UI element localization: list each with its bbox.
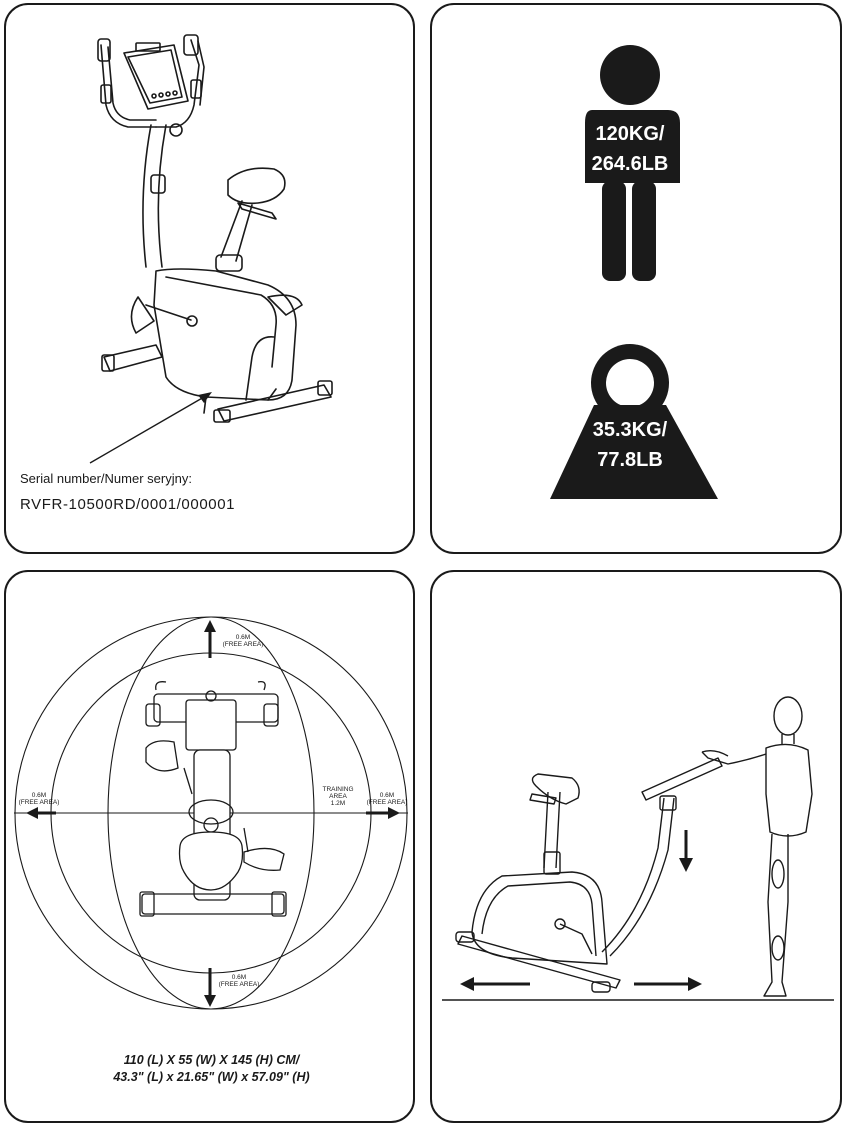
product-weight-kg: 35.3KG/ (592, 419, 668, 441)
right-free-area: 0.6M (FREE AREA) (362, 792, 412, 806)
exercise-bike-illustration (89, 34, 333, 464)
left-distance: 0.6M (31, 792, 47, 799)
product-weight: 35.3KG/ 77.8LB (580, 415, 680, 475)
top-distance: 0.6M (235, 634, 251, 641)
max-user-weight: 120KG/ 264.6LB (580, 119, 680, 179)
serial-number-label: Serial number/Numer seryjny: (20, 471, 192, 486)
bottom-distance: 0.6M (231, 974, 247, 981)
training-area-diagram (14, 616, 408, 1010)
max-user-weight-lb: 264.6LB (591, 153, 669, 175)
top-free-area: 0.6M (FREE AREA) (218, 634, 268, 648)
dimensions-metric: 110 (L) X 55 (W) X 145 (H) CM/ (123, 1053, 300, 1067)
product-weight-lb: 77.8LB (597, 449, 663, 471)
bottom-note: (FREE AREA) (218, 981, 260, 988)
right-distance: 0.6M (379, 792, 395, 799)
weight-limits-panel: 120KG/ 264.6LB 35.3KG/ 77.8LB (430, 3, 842, 554)
training-area-panel: 0.6M (FREE AREA) 0.6M (FREE AREA) 0.6M (… (4, 570, 415, 1123)
max-user-weight-kg: 120KG/ (595, 123, 665, 145)
serial-number-value: RVFR-10500RD/0001/000001 (20, 496, 236, 513)
moving-bike-panel (430, 570, 842, 1123)
right-note: (FREE AREA) (366, 799, 408, 806)
bottom-free-area: 0.6M (FREE AREA) (214, 974, 264, 988)
moving-bike-illustration (442, 696, 834, 1001)
user-icon-head (600, 45, 660, 105)
top-note: (FREE AREA) (222, 641, 264, 648)
bike-serial-panel: Serial number/Numer seryjny: RVFR-10500R… (4, 3, 415, 554)
left-note: (FREE AREA) (18, 799, 60, 806)
weight-icons (550, 45, 718, 499)
left-free-area: 0.6M (FREE AREA) (14, 792, 64, 806)
training-area-line2: AREA (329, 793, 347, 800)
training-area-size: 1.2M (330, 800, 346, 807)
training-area-line1: TRAINING (322, 786, 354, 793)
dimensions-imperial: 43.3" (L) x 21.65" (W) x 57.09" (H) (113, 1070, 310, 1084)
training-area-label: TRAINING AREA 1.2M (310, 786, 366, 807)
